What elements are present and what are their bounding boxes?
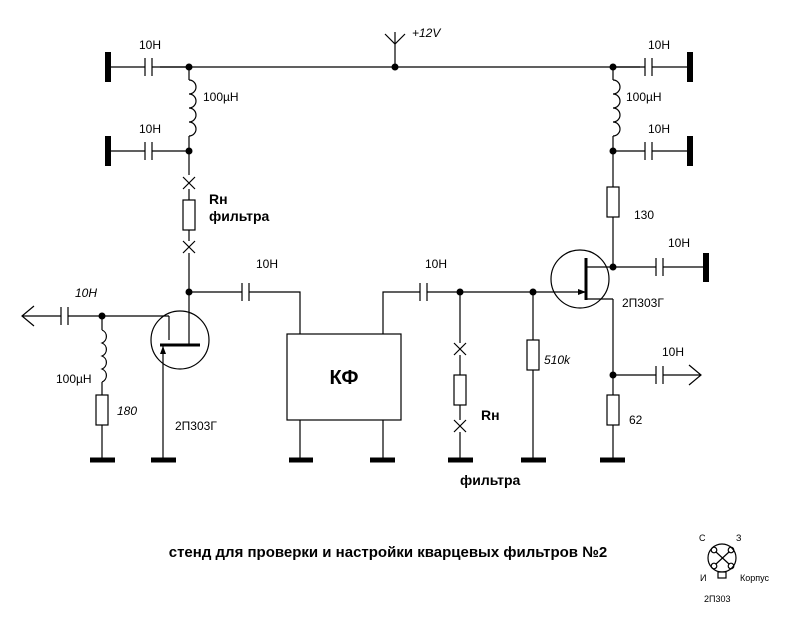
supply-label: +12V xyxy=(412,26,441,40)
connection-cross xyxy=(182,240,196,254)
resistor-label: 62 xyxy=(629,413,643,427)
rn-label-line2: фильтра xyxy=(209,208,270,224)
connection-cross xyxy=(182,176,196,190)
pinout-part-label: 2П303 xyxy=(704,594,731,604)
capacitor-label: 10H xyxy=(75,286,97,300)
inductor xyxy=(100,329,107,383)
resistor xyxy=(606,394,620,426)
connection-cross xyxy=(453,419,467,433)
pin xyxy=(727,546,735,554)
pin-label-case: Корпус xyxy=(740,573,770,583)
pin-link xyxy=(715,551,730,565)
resistor-label: 130 xyxy=(634,208,654,222)
resistor xyxy=(453,374,467,406)
supply-arrow xyxy=(384,33,406,45)
resistor xyxy=(606,186,620,218)
gate-arrow xyxy=(160,346,166,354)
connection-cross xyxy=(453,342,467,356)
pinout-key xyxy=(717,571,727,579)
crystal-filter-label: КФ xyxy=(329,367,358,389)
inductor-label: 100µН xyxy=(626,90,662,104)
inductor xyxy=(612,79,621,137)
pinout-inset: С З И Корпус 2П303 xyxy=(699,533,770,604)
crystal-filter xyxy=(286,333,402,421)
gate-arrow xyxy=(578,289,586,295)
wire xyxy=(382,291,420,334)
resistor xyxy=(182,199,196,231)
capacitor-label: 10Н xyxy=(648,38,670,52)
output-arrow xyxy=(688,364,702,386)
capacitor-label: 10Н xyxy=(139,122,161,136)
resistor-label: 180 xyxy=(117,404,137,418)
rn-label-line1: Rн xyxy=(481,407,500,423)
rn-label-line2: фильтра xyxy=(460,472,521,488)
capacitor-label: 10Н xyxy=(256,257,278,271)
capacitor-label: 10Н xyxy=(648,122,670,136)
transistor-label: 2П303Г xyxy=(622,296,664,310)
transistor-label: 2П303Г xyxy=(175,419,217,433)
inductor xyxy=(188,79,197,137)
inductor-label: 100µН xyxy=(203,90,239,104)
pin xyxy=(710,546,718,554)
pin-label-s: С xyxy=(699,533,706,543)
capacitor-label: 10Н xyxy=(668,236,690,250)
pin xyxy=(710,562,718,570)
pin xyxy=(727,562,735,570)
jfet-right-body xyxy=(550,249,610,309)
wire xyxy=(249,291,301,334)
jfet-left-body xyxy=(150,310,210,370)
resistor-label: 510k xyxy=(544,353,571,367)
rn-label-line1: Rн xyxy=(209,191,228,207)
resistor xyxy=(526,339,540,371)
capacitor-label: 10Н xyxy=(425,257,447,271)
capacitor-label: 10Н xyxy=(139,38,161,52)
diagram-caption: стенд для проверки и настройки кварцевых… xyxy=(169,544,608,561)
pin-label-z: З xyxy=(736,533,741,543)
inductor-label: 100µН xyxy=(56,372,92,386)
capacitor-label: 10Н xyxy=(662,345,684,359)
resistor xyxy=(95,394,109,426)
pin-label-i: И xyxy=(700,573,706,583)
